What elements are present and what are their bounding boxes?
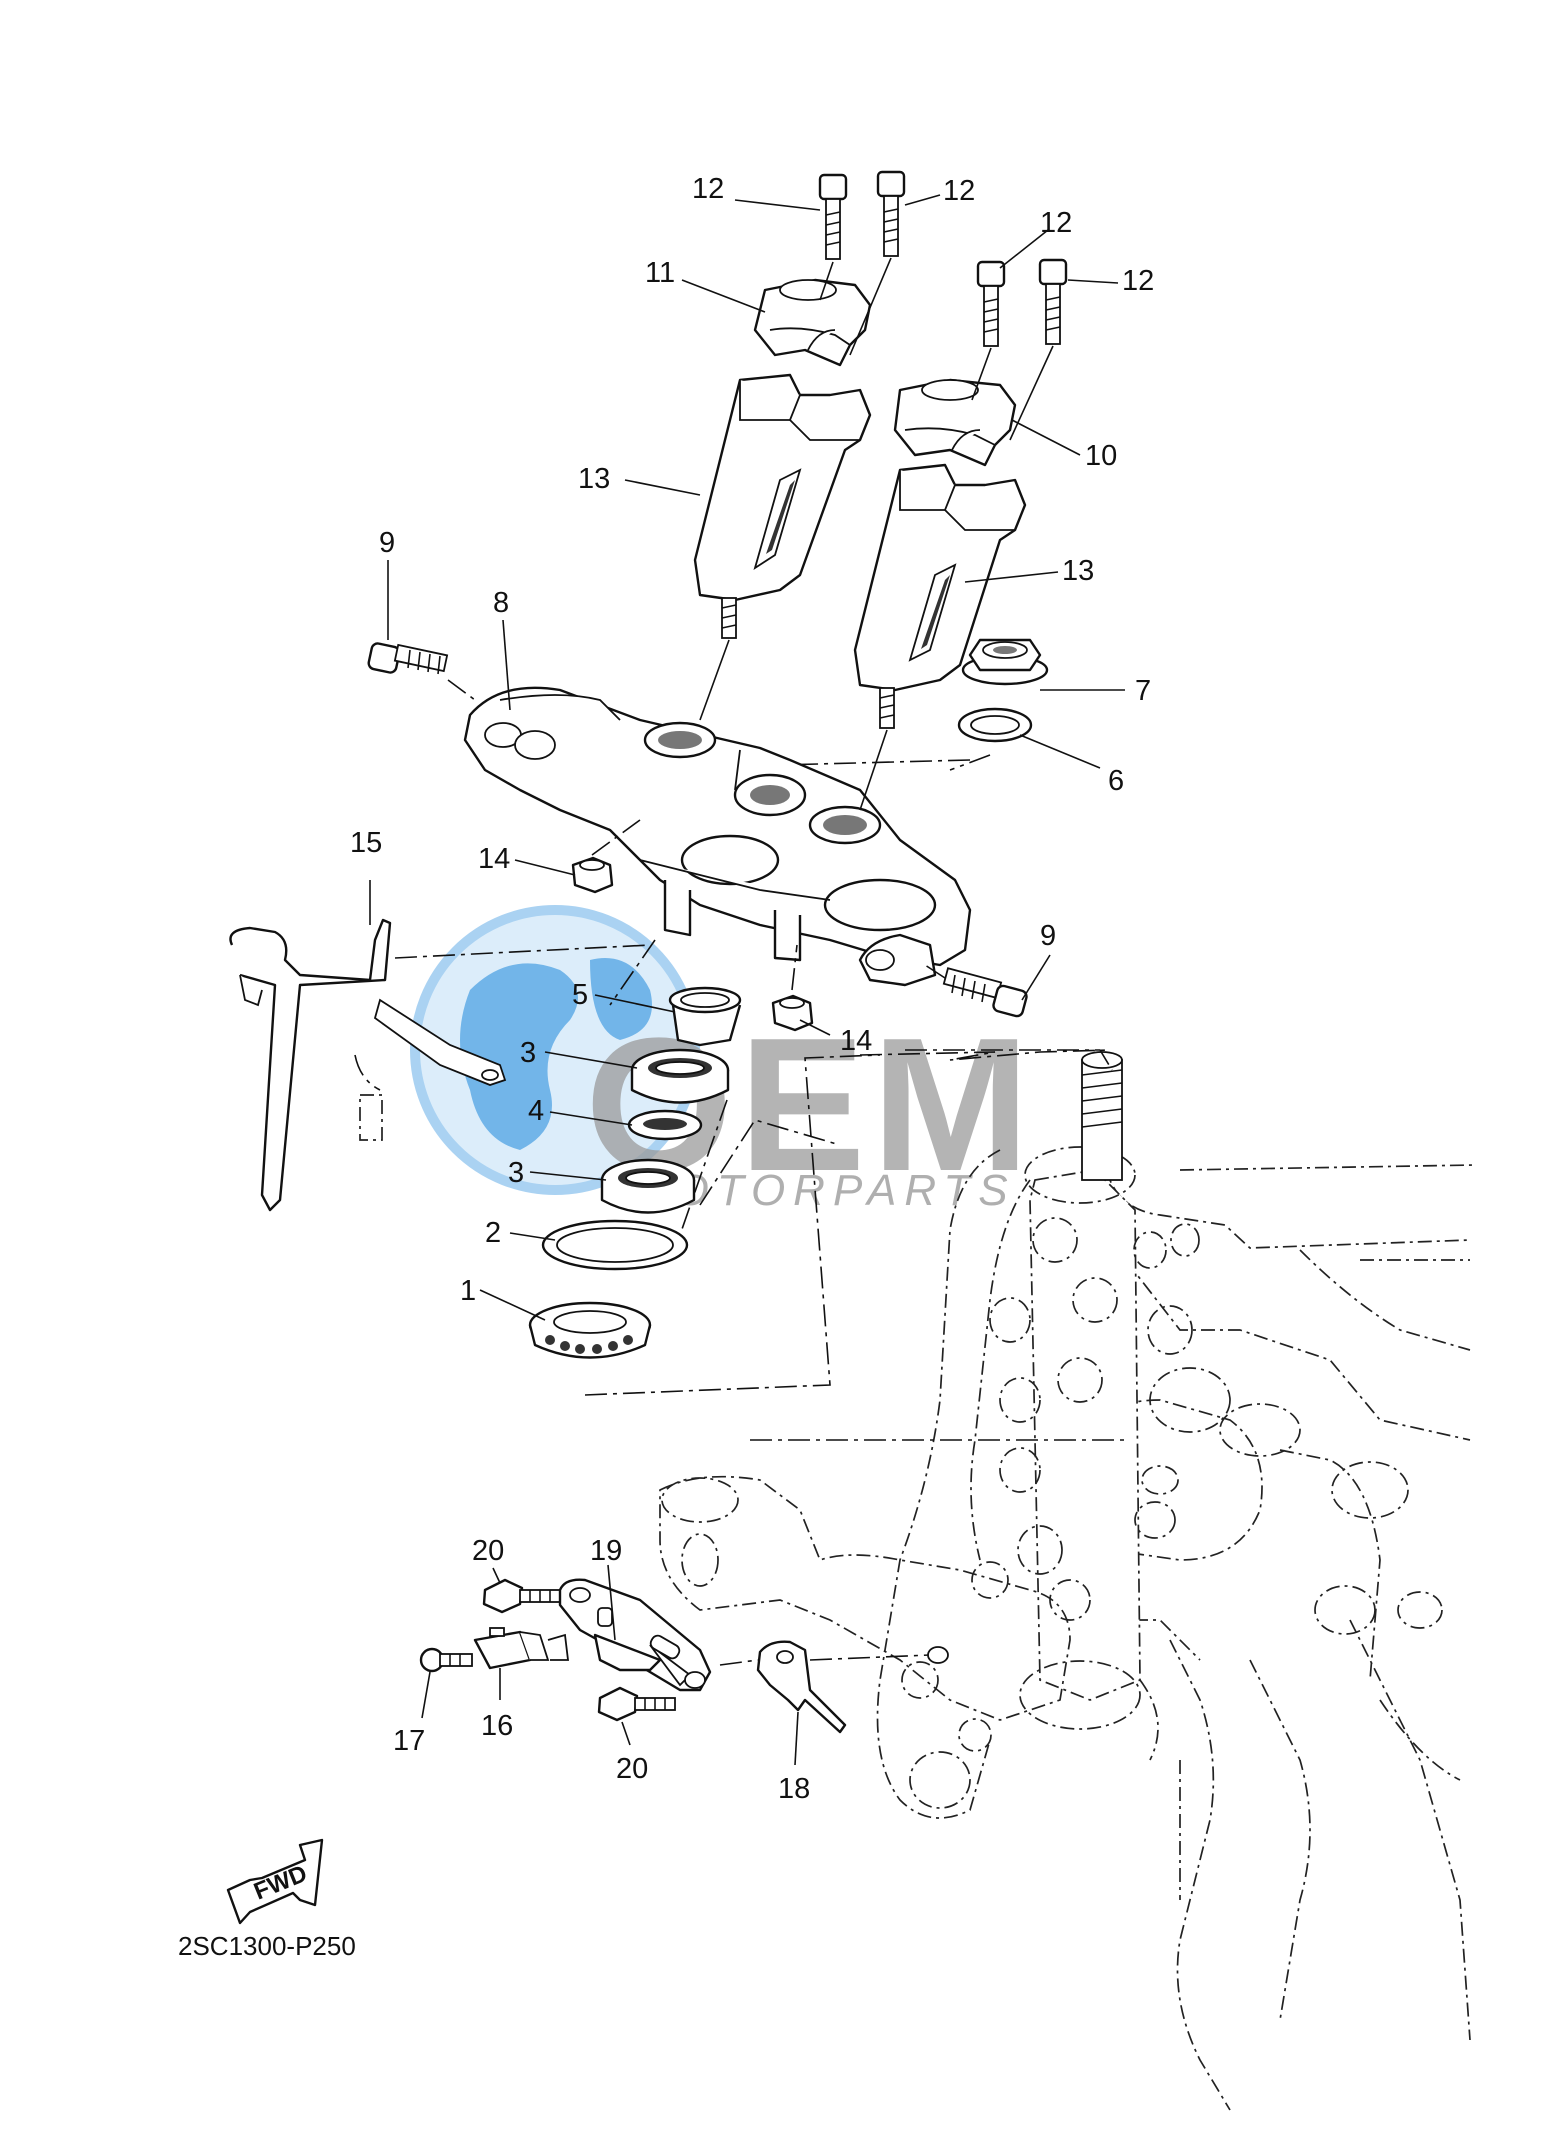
callout-17: 17	[393, 1725, 425, 1757]
bolt-12-lines	[819, 257, 1054, 441]
frame-outline	[659, 1051, 1476, 2111]
callout-12-d: 12	[1122, 265, 1154, 297]
callout-10: 10	[1085, 440, 1117, 472]
bolt-20-upper	[482, 1578, 561, 1614]
upper-handlebar-holder-right	[893, 378, 1017, 467]
upper-bracket-part	[463, 686, 972, 987]
handlebar-holder-right	[853, 463, 1027, 729]
ring-nut-3-upper	[630, 1048, 730, 1104]
bolt-12-a	[818, 173, 848, 260]
seal-2	[541, 1219, 689, 1271]
callouts: 1 2 3 3 4 5 6 7 8 9 9 10 11 12 12 12 12 …	[350, 173, 1154, 1805]
callout-19: 19	[590, 1535, 622, 1567]
ring-nut-3-lower	[600, 1158, 696, 1214]
callout-15: 15	[350, 827, 382, 859]
callout-13-right: 13	[1062, 555, 1094, 587]
steering-stem-shaft	[1081, 1059, 1123, 1181]
washer-4	[627, 1109, 703, 1141]
bolt-9-left	[367, 642, 476, 701]
diagram-code: 2SC1300-P250	[178, 1931, 356, 1961]
callout-11: 11	[645, 257, 675, 289]
callout-13-left: 13	[578, 463, 610, 495]
callout-12-c: 12	[1040, 207, 1072, 239]
handlebar-holder-left	[693, 373, 872, 639]
bolt-12-d	[1038, 258, 1068, 345]
sensor-16	[473, 1627, 570, 1670]
callout-14-right: 14	[840, 1025, 872, 1057]
callout-5: 5	[572, 979, 588, 1011]
callout-18: 18	[778, 1773, 810, 1805]
callout-3-upper: 3	[520, 1037, 536, 1069]
bolt-9-right	[924, 964, 1028, 1018]
bracket-15	[229, 918, 507, 1212]
callout-3-lower: 3	[508, 1157, 524, 1189]
callout-9-right: 9	[1040, 920, 1056, 952]
nut-7	[961, 638, 1049, 686]
assembly-lines	[394, 754, 1125, 1441]
bracket-19	[558, 1578, 712, 1692]
bolt-12-c	[976, 260, 1006, 347]
callout-8: 8	[493, 587, 509, 619]
callout-14-left: 14	[478, 843, 510, 875]
callout-12-a: 12	[692, 173, 724, 205]
watermark-continents-icon	[460, 958, 652, 1150]
callout-12-b: 12	[943, 175, 975, 207]
callout-7: 7	[1135, 675, 1151, 707]
watermark: OEM MOTORPARTS	[410, 905, 1030, 1215]
screw-17	[419, 1647, 473, 1673]
callout-16: 16	[481, 1710, 513, 1742]
callout-6: 6	[1108, 765, 1124, 797]
fwd-arrow-icon: FWD	[226, 1838, 324, 1925]
callout-20-upper: 20	[472, 1535, 504, 1567]
washer-6	[957, 707, 1033, 743]
bracket-18	[719, 1640, 949, 1734]
bolt-20-lower	[597, 1686, 676, 1722]
holder-studs-lines	[699, 639, 888, 811]
callout-20-lower: 20	[616, 1753, 648, 1785]
bearing-1	[528, 1301, 652, 1359]
bolt-12-b	[876, 170, 906, 257]
callout-4: 4	[528, 1095, 544, 1127]
callout-1: 1	[460, 1275, 476, 1307]
upper-handlebar-holder-left	[753, 278, 872, 367]
callout-9-left: 9	[379, 527, 395, 559]
nut-14-a	[571, 819, 641, 894]
callout-2: 2	[485, 1217, 501, 1249]
leader-lines	[369, 194, 1125, 1766]
collar-5	[668, 986, 742, 1047]
